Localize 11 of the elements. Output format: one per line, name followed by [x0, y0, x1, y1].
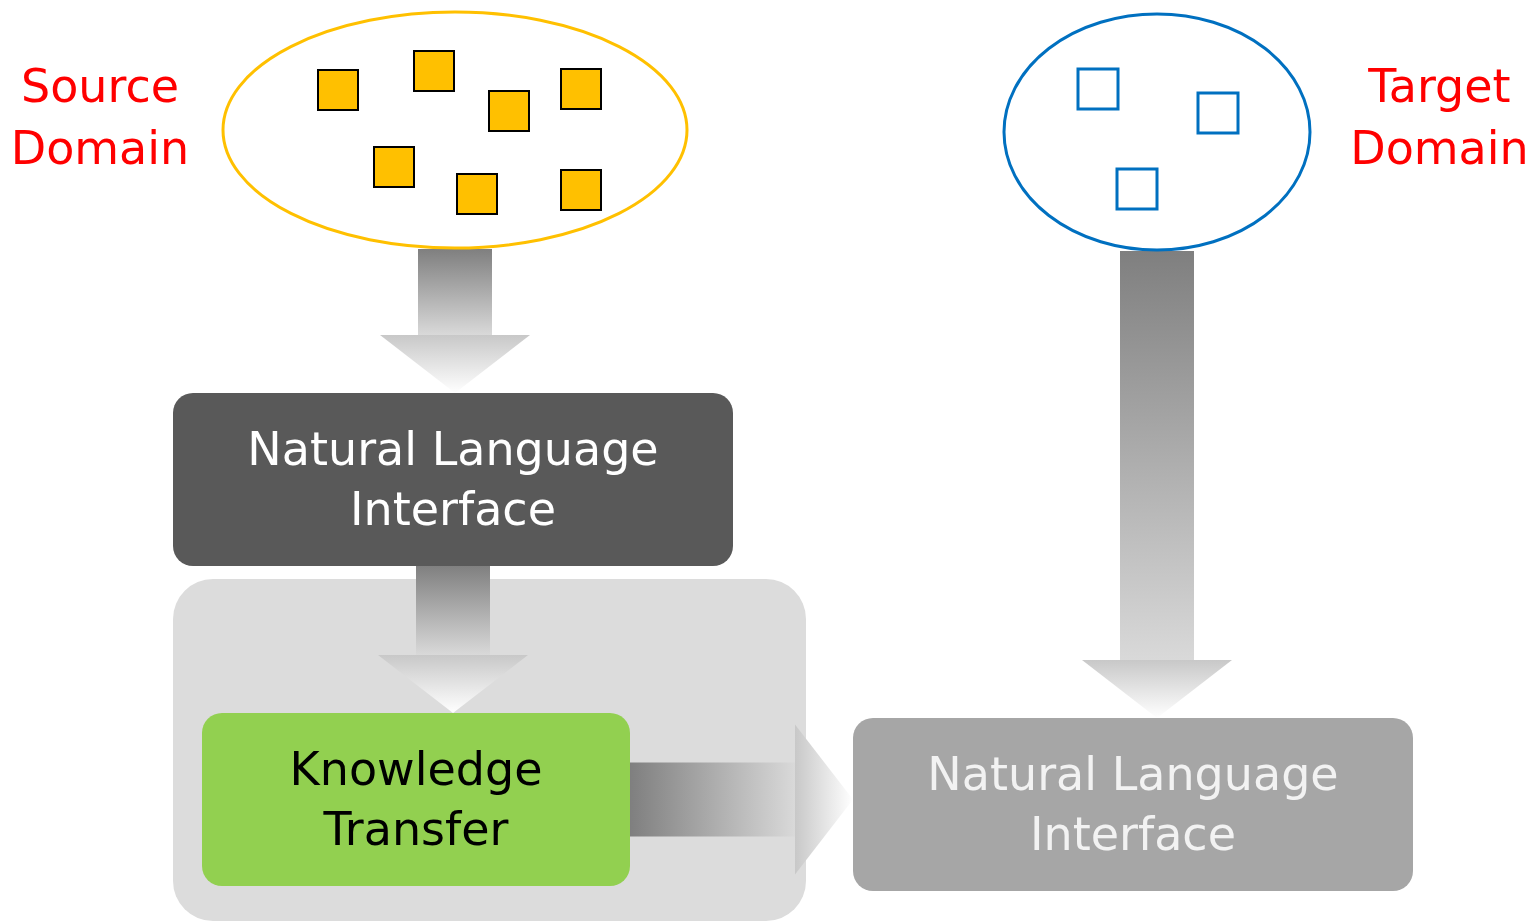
domain-label: Target Domain [1349, 58, 1530, 178]
process-box [202, 713, 630, 886]
process-box [173, 393, 733, 566]
arrow [378, 565, 528, 713]
node-label: Natural Language Interface [246, 420, 660, 538]
domain-label: Source Domain [9, 58, 191, 178]
node-label: Natural Language Interface [926, 745, 1340, 863]
domain-ellipse [221, 10, 689, 250]
node-label: Knowledge Transfer [288, 740, 544, 858]
process-box [853, 718, 1413, 891]
domain-ellipse [1002, 12, 1312, 252]
